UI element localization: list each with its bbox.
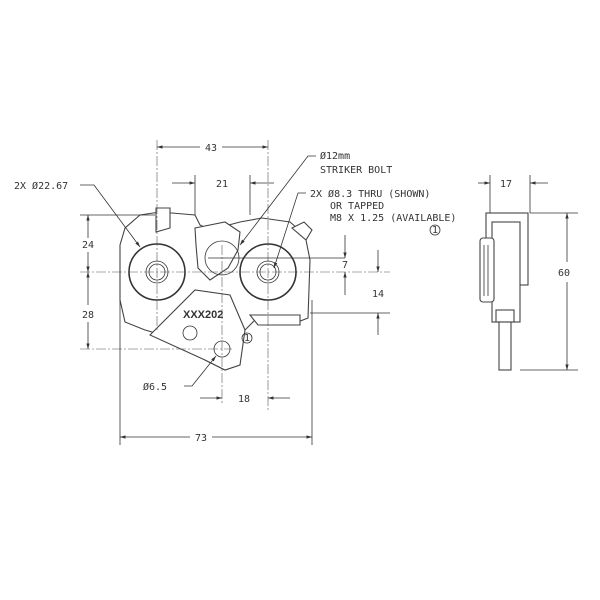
extension-lines <box>80 175 390 445</box>
dimension-14: 14 <box>372 250 384 335</box>
callout-striker-bolt: Ø12mm STRIKER BOLT <box>239 150 392 246</box>
dimension-18: 18 <box>200 394 290 405</box>
svg-text:21: 21 <box>216 179 228 190</box>
svg-text:Ø12mm: Ø12mm <box>320 150 350 162</box>
svg-text:OR TAPPED: OR TAPPED <box>330 201 384 212</box>
svg-text:STRIKER BOLT: STRIKER BOLT <box>320 165 392 176</box>
note-marker: 1 <box>432 225 438 236</box>
svg-text:43: 43 <box>205 143 217 154</box>
dimension-7: 7 <box>342 235 348 295</box>
svg-text:2X Ø8.3 THRU (SHOWN): 2X Ø8.3 THRU (SHOWN) <box>310 188 430 200</box>
dimension-21: 21 <box>172 179 274 190</box>
pawl-plate <box>149 289 246 371</box>
svg-text:17: 17 <box>500 179 512 190</box>
spring-tab <box>155 207 171 233</box>
svg-text:2X Ø22.67: 2X Ø22.67 <box>14 180 68 192</box>
dimension-28: 28 <box>82 272 94 349</box>
svg-text:73: 73 <box>195 433 207 444</box>
spring-clip <box>291 221 313 241</box>
rivet <box>182 325 198 341</box>
dimension-73: 73 <box>120 433 312 444</box>
dimension-43: 43 <box>157 143 268 154</box>
center-lines <box>80 140 390 410</box>
svg-text:Ø6.5: Ø6.5 <box>143 381 167 393</box>
callout-mount-holes: 2X Ø8.3 THRU (SHOWN) OR TAPPED M8 X 1.25… <box>273 188 456 269</box>
dimension-24: 24 <box>82 215 94 272</box>
svg-text:14: 14 <box>372 289 384 300</box>
lever-shaft <box>498 321 512 371</box>
latch-side-view: 17 60 <box>478 175 578 371</box>
note-marker: 1 <box>244 333 250 344</box>
pawl-finger <box>248 314 301 326</box>
callout-pivot-hole: Ø6.5 <box>143 355 217 393</box>
svg-text:M8 X 1.25 (AVAILABLE): M8 X 1.25 (AVAILABLE) <box>330 213 456 224</box>
spring-coil <box>479 237 495 303</box>
svg-text:24: 24 <box>82 240 94 251</box>
note-marker-circle <box>241 332 253 344</box>
svg-text:7: 7 <box>342 260 348 271</box>
callout-rotor-diameter: 2X Ø22.67 <box>14 180 141 248</box>
latch-front-view: 1 XXX202 <box>119 207 313 371</box>
svg-text:60: 60 <box>558 268 570 279</box>
svg-text:28: 28 <box>82 310 94 321</box>
svg-text:18: 18 <box>238 394 250 405</box>
part-label: XXX202 <box>183 309 223 321</box>
